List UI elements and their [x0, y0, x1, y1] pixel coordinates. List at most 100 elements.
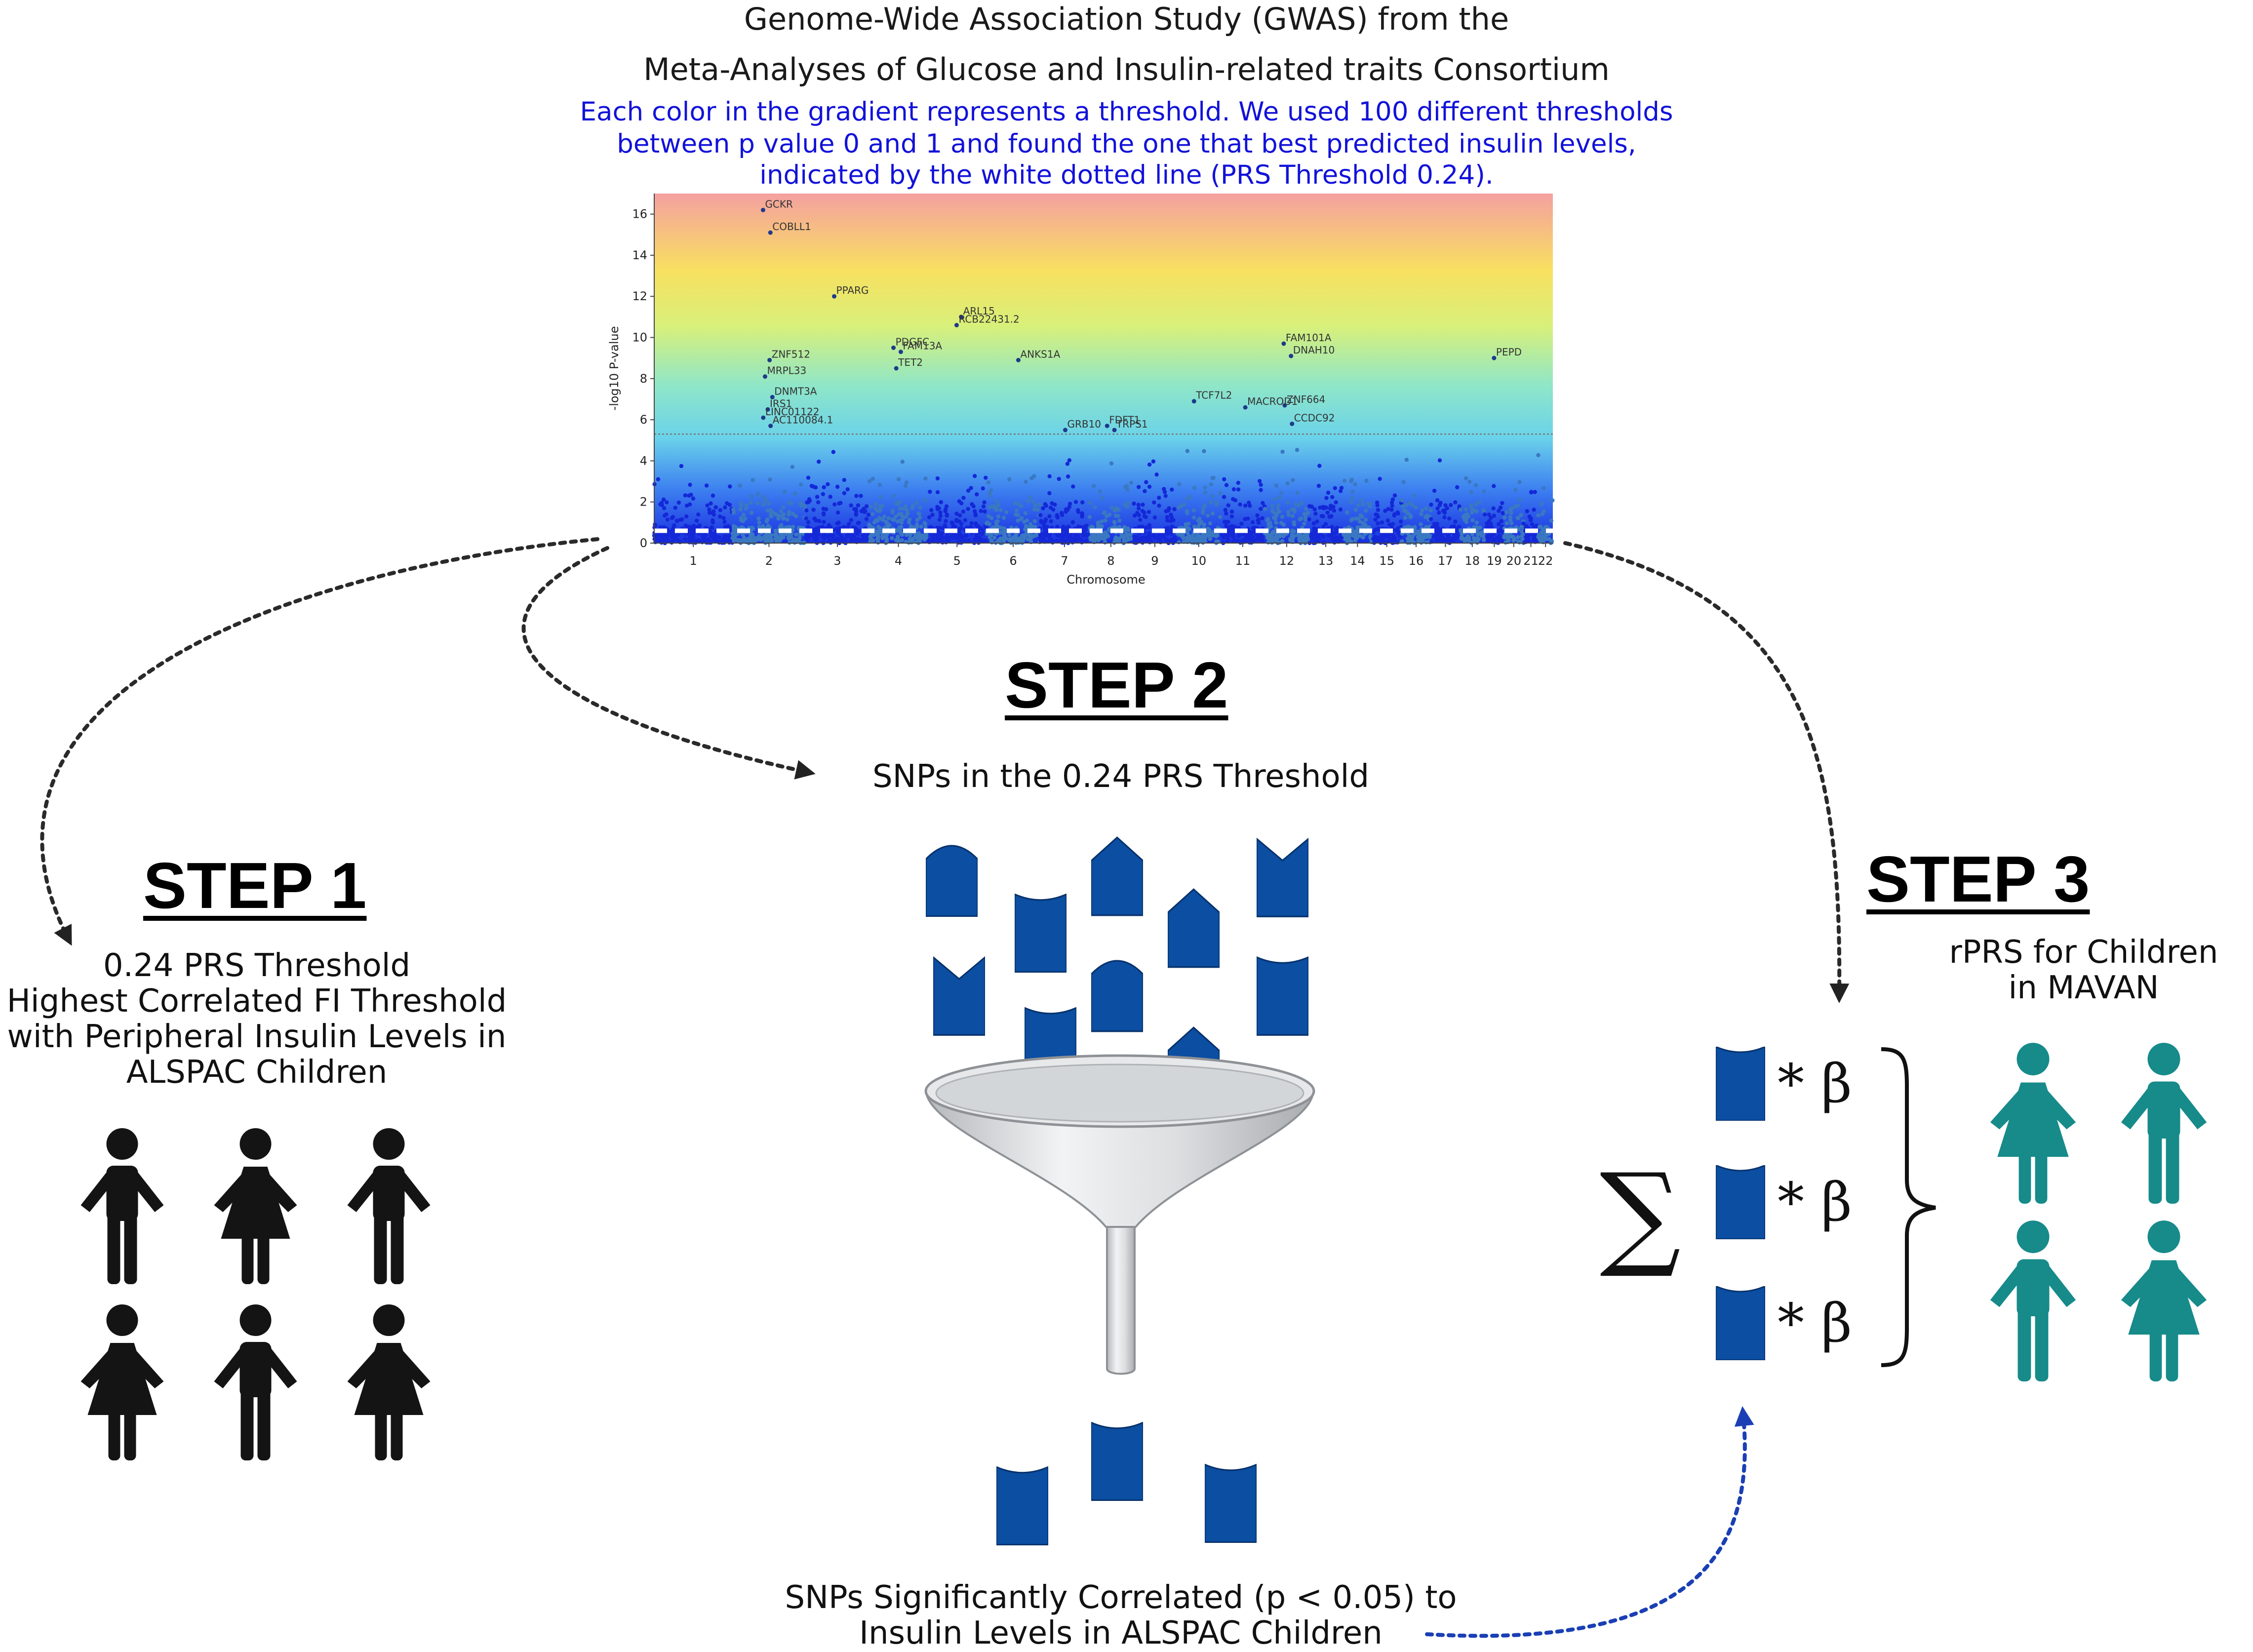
snp-point: [1390, 497, 1395, 502]
snp-point: [1373, 535, 1377, 539]
x-tick-label: 8: [1107, 554, 1114, 568]
snp-point: [988, 535, 992, 540]
snp-point: [1476, 537, 1481, 541]
mavan-children-group: [1990, 1043, 2207, 1381]
top-snp-point: [1191, 399, 1196, 404]
snp-point: [1028, 495, 1032, 500]
snp-point: [1257, 479, 1262, 483]
snp-point: [1109, 505, 1114, 510]
snp-point: [798, 482, 803, 487]
snp-point: [676, 538, 681, 543]
snp-point: [1304, 535, 1309, 539]
x-tick-label: 22: [1538, 554, 1553, 568]
snp-point: [1472, 525, 1476, 530]
snp-point: [1255, 513, 1260, 518]
snp-point: [898, 500, 903, 504]
snp-point: [1277, 509, 1282, 514]
snp-point: [756, 516, 761, 521]
snp-point: [1019, 517, 1023, 521]
snp-point: [1495, 535, 1499, 540]
snp-point: [1532, 533, 1536, 538]
snp-point: [855, 531, 859, 535]
snp-point: [657, 539, 662, 544]
snp-point: [878, 504, 882, 509]
snp-point: [1218, 515, 1223, 519]
snp-point: [996, 514, 1001, 519]
snp-point: [1143, 489, 1147, 493]
snp-point: [696, 538, 701, 543]
snp-point: [1339, 486, 1344, 490]
snp-point: [739, 518, 744, 522]
snp-point: [1047, 491, 1052, 496]
snp-point: [1526, 539, 1531, 544]
snp-point: [689, 525, 693, 530]
snp-point: [1345, 510, 1349, 515]
top-snp-point: [1112, 428, 1117, 433]
snp-point: [666, 534, 670, 539]
snp-point: [1073, 500, 1078, 504]
snp-point: [1474, 502, 1478, 507]
snp-point: [743, 516, 748, 521]
snp-point: [1465, 512, 1469, 516]
arrow-gwas-to-step3: [1563, 541, 1850, 1003]
snp-point: [876, 525, 881, 529]
snp-point: [1268, 520, 1272, 525]
snp-point: [1067, 458, 1071, 463]
gene-label: PDGFC: [896, 336, 929, 348]
snp-point: [1438, 527, 1442, 532]
snp-point: [1353, 508, 1358, 512]
snp-point: [805, 535, 810, 540]
snp-point: [1057, 476, 1061, 481]
snp-point: [683, 493, 688, 498]
snp-point: [811, 508, 816, 512]
snp-point: [983, 509, 987, 514]
top-snp-point: [891, 345, 896, 350]
snp-point: [705, 503, 710, 508]
snp-point: [730, 536, 735, 540]
snp-point: [981, 528, 986, 533]
snp-point: [923, 476, 928, 481]
snp-point: [1070, 520, 1075, 524]
snp-point: [845, 487, 850, 492]
snp-point: [989, 540, 994, 545]
snp-point: [1360, 514, 1364, 519]
snp-point: [943, 507, 948, 512]
snp-point: [1475, 531, 1480, 536]
snp-point: [1169, 512, 1173, 517]
snp-point: [773, 532, 778, 537]
snp-point: [949, 520, 954, 525]
top-snp-point: [1290, 421, 1295, 426]
snp-point: [1530, 522, 1535, 527]
snp-point: [817, 528, 822, 533]
x-tick-label: 12: [1279, 554, 1295, 568]
x-tick-label: 15: [1379, 554, 1394, 568]
snp-point: [1350, 517, 1355, 521]
snp-point: [944, 519, 948, 523]
snp-point: [874, 529, 879, 534]
gene-label: ZNF512: [772, 348, 810, 360]
snp-point: [1135, 539, 1140, 544]
snp-point: [908, 533, 912, 538]
snp-point: [1084, 538, 1089, 543]
snp-point: [1136, 506, 1141, 511]
snp-point: [738, 507, 743, 512]
gene-label: IRS1: [770, 397, 792, 409]
snp-point: [1349, 477, 1354, 482]
snp-point: [891, 494, 896, 498]
snp-point: [961, 496, 966, 500]
snp-point: [1481, 538, 1486, 542]
snp-point: [980, 532, 984, 537]
snp-point: [1416, 535, 1420, 540]
snp-point: [835, 511, 840, 515]
snp-point: [1132, 513, 1137, 518]
child-male-icon: [1990, 1220, 2076, 1381]
snp-point: [870, 476, 875, 481]
snp-point: [696, 512, 701, 517]
snp-point: [1079, 538, 1083, 542]
snp-point: [1271, 531, 1275, 536]
snp-point: [1541, 540, 1545, 545]
snp-point: [1047, 474, 1052, 478]
snp-point: [1211, 475, 1216, 480]
snp-point: [1441, 509, 1445, 513]
sum-symbol: ∑: [1600, 1149, 1681, 1281]
